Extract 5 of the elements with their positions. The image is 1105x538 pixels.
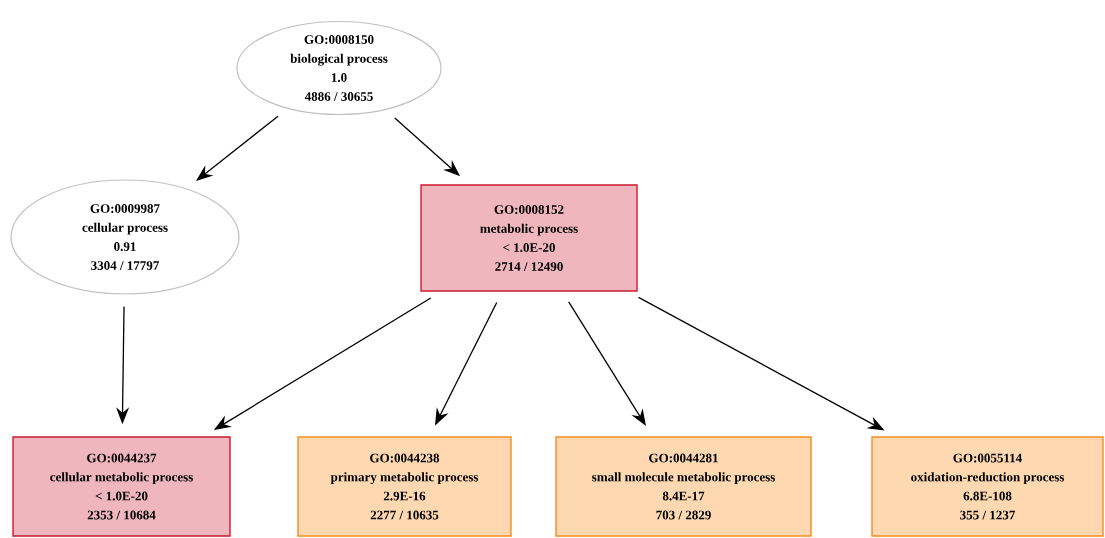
term-box: GO:0044238 primary metabolic process 2.9E-16 2277 / 10635 (297, 436, 512, 537)
term-box: GO:0055114 oxidation-reduction process 6.8E-108 355 / 1237 (871, 436, 1104, 537)
term-box: GO:0044281 small molecule metabolic process 8.4E-17 703 / 2829 (555, 436, 812, 537)
term-box: GO:0044237 cellular metabolic process < 1.0E-20 2353 / 10684 (12, 436, 231, 537)
term-box: GO:0008152 metabolic process < 1.0E-20 2714 / 12490 (420, 184, 638, 292)
